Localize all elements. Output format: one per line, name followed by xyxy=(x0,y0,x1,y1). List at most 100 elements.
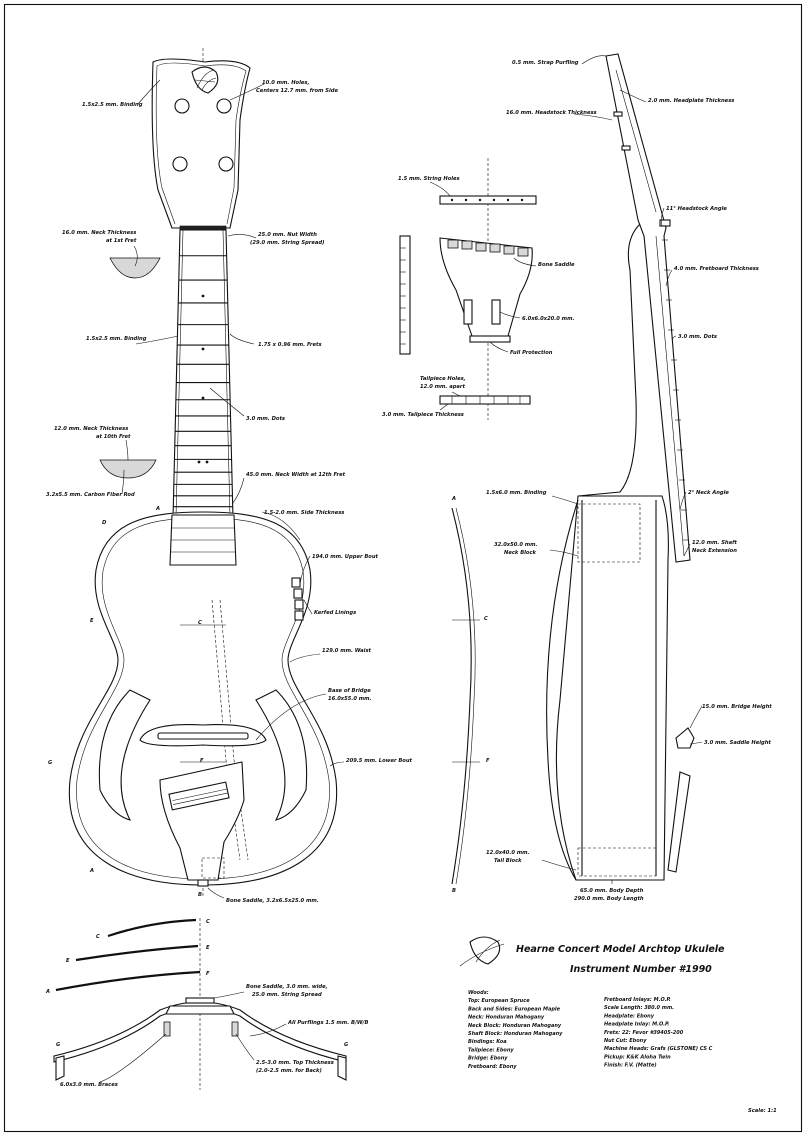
pickup-wire xyxy=(211,599,249,861)
side-view: A B C F 0.5 mm. Strap Purfling 2.0 mm. H… xyxy=(451,53,772,902)
side-frets xyxy=(662,239,689,541)
f-hole-right xyxy=(255,689,308,821)
specs_right-item: Finish: F.V. (Matte) xyxy=(604,1063,657,1069)
label-string-holes: 1.5 mm. String Holes xyxy=(398,176,460,182)
kerfed-linings xyxy=(291,577,304,621)
arch-profile-d xyxy=(75,944,199,962)
specs_left-item: Neck Block: Honduran Mahogany xyxy=(468,1023,562,1029)
headstock-binding xyxy=(155,62,247,225)
cs-label-e-left: E xyxy=(66,958,70,964)
label-shaft-1: 12.0 mm. Shaft xyxy=(692,540,737,546)
section-label-a2: A xyxy=(89,868,94,874)
label-tailpiece-holes-2: 12.0 mm. apart xyxy=(420,384,465,390)
bridge-cross-section xyxy=(165,1005,235,1015)
section-label-d: D xyxy=(102,520,107,526)
side-section-f: F xyxy=(486,758,490,764)
title-block: Hearne Concert Model Archtop Ukulele Ins… xyxy=(459,936,777,1114)
label-bone-saddle: Bone Saddle, 3.2x6.5x25.0 mm. xyxy=(226,898,319,904)
arch-profile-a xyxy=(55,970,201,992)
tuner-hole xyxy=(174,98,190,114)
section-label-c: C xyxy=(198,620,202,626)
label-neck-thickness-10th-2: at 10th Fret xyxy=(96,434,131,440)
label-headstock-binding: 1.5x2.5 mm. Binding xyxy=(82,102,143,108)
specs_left-item: Top: European Spruce xyxy=(468,998,530,1004)
headstock-logo-icon xyxy=(191,66,219,94)
label-neck-thickness-1st-1: 16.0 mm. Neck Thickness xyxy=(62,230,136,236)
specs_left-item: Neck: Honduran Mahogany xyxy=(468,1015,545,1021)
specs_right-item: Nut Cut: Ebony xyxy=(604,1038,647,1044)
tailpiece-detail: 1.5 mm. String Holes Bone Saddle 6.0x6.0… xyxy=(382,158,575,420)
section-label-a: A xyxy=(155,506,160,512)
tuner-pegs-side xyxy=(613,111,671,227)
saddle-cross-section xyxy=(185,997,215,1004)
label-neck-block-1: 32.0x50.0 mm. xyxy=(494,542,538,548)
cs-label-c-right: C xyxy=(206,919,210,925)
specs_left-item: Shaft Block: Honduran Mahogany xyxy=(468,1031,563,1037)
section-label-b: B xyxy=(198,892,202,898)
fretboard-binding xyxy=(174,229,232,559)
end-pin xyxy=(197,879,209,887)
tailpiece-holes-bar xyxy=(439,395,531,405)
specs_left-item: Bindings: Koa xyxy=(468,1039,507,1045)
scale-label: Scale: 1:1 xyxy=(748,1108,777,1114)
specs_right-item: Scale Length: 380.0 mm. xyxy=(604,1005,674,1011)
cs-lining-left xyxy=(55,1055,347,1081)
cs-label-e-right: E xyxy=(206,945,210,951)
braces-cross-section xyxy=(163,1021,239,1037)
tail-block-dashed xyxy=(201,857,225,879)
label-headstock-angle: 11° Headstock Angle xyxy=(666,206,727,212)
section-label-e: E xyxy=(90,618,94,624)
specs_left-item: Fretboard: Ebony xyxy=(468,1064,517,1070)
specs_left-item: Back and Sides: European Maple xyxy=(468,1006,561,1012)
specs_right-item: Machine Heads: Grafs (GLSTONE) CS C xyxy=(604,1046,713,1052)
f-hole-left xyxy=(98,689,151,821)
cs-label-g-right: G xyxy=(344,1042,349,1048)
cs-label-f-right: F xyxy=(206,971,210,977)
label-shaft-2: Neck Extension xyxy=(692,548,737,554)
label-tail-block-1: 12.0x40.0 mm. xyxy=(486,850,530,856)
side-body xyxy=(555,495,669,881)
label-kerfed-linings: Kerfed Linings xyxy=(314,610,356,616)
cs-label-g-left: G xyxy=(56,1042,61,1048)
specs_right-item: Fretboard Inlays: M.O.P. xyxy=(604,997,671,1003)
tail-block xyxy=(577,847,657,877)
label-saddle-dims: 6.0x6.0x20.0 mm. xyxy=(522,316,574,322)
specs_right-item: Headplate: Ebony xyxy=(604,1013,655,1019)
label-tailpiece-holes-1: Tailpiece Holes, xyxy=(420,376,466,382)
section-label-f: F xyxy=(200,758,204,764)
cross-sections: C C E E A F G G Bone Saddle, 3.0 mm. wid… xyxy=(45,918,368,1090)
side-fretboard-line xyxy=(655,235,685,557)
label-carbon-rod: 3.2x5.5 mm. Carbon Fiber Rod xyxy=(46,492,135,498)
label-fretboard-thickness: 4.0 mm. Fretboard Thickness xyxy=(674,266,759,272)
nut xyxy=(179,225,227,231)
label-side-dots: 3.0 mm. Dots xyxy=(678,334,717,340)
side-section-a: A xyxy=(451,496,456,502)
label-holes-1: 10.0 mm. Holes, xyxy=(262,80,309,86)
string-holes xyxy=(450,198,524,202)
tailpiece-side-ruler xyxy=(399,235,411,355)
tuner-hole xyxy=(218,156,234,172)
title-logo-icon xyxy=(459,936,505,967)
label-frets: 1.75 x 0.96 mm. Frets xyxy=(258,342,322,348)
label-cs-top-thickness-1: 2.5-3.0 mm. Top Thickness xyxy=(256,1060,334,1066)
tailpiece-saddle-left xyxy=(463,299,473,325)
label-strap-purfling: 0.5 mm. Strap Purfling xyxy=(512,60,579,66)
tailpiece-saddle-right xyxy=(491,299,501,325)
specs_right-item: Headplate Inlay: M.O.P. xyxy=(604,1022,669,1028)
side-neck xyxy=(605,53,691,563)
neck-profile-1st-fret xyxy=(109,257,161,279)
label-headstock-thickness: 16.0 mm. Headstock Thickness xyxy=(506,110,597,116)
specs_left-item: Bridge: Ebony xyxy=(468,1056,508,1062)
label-body-length: 290.0 mm. Body Length xyxy=(574,896,644,902)
title-line2: Instrument Number #1990 xyxy=(570,964,712,975)
bridge-saddle xyxy=(157,732,249,740)
label-cs-bone-saddle-1: Bone Saddle, 3.0 mm. wide, xyxy=(246,984,328,990)
specs_left-item: Tailpiece: Ebony xyxy=(468,1047,514,1053)
tuner-hole xyxy=(172,156,188,172)
arch-profile-c xyxy=(107,918,197,938)
label-side-binding: 1.5x6.0 mm. Binding xyxy=(486,490,547,496)
cs-label-a-left: A xyxy=(45,989,50,995)
tailpiece-slots xyxy=(447,239,529,257)
label-holes-2: Centers 12.7 mm. from Side xyxy=(256,88,338,94)
